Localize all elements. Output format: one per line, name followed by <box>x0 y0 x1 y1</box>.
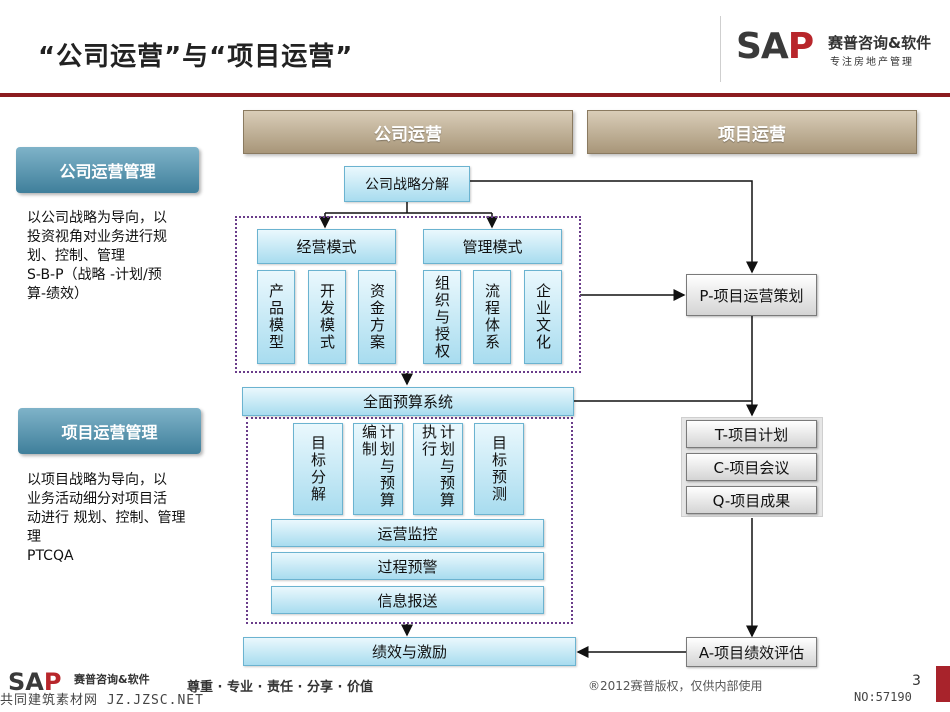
t-plan-box: T-项目计划 <box>686 420 817 448</box>
header-divider <box>720 16 721 82</box>
logo-tagline: 专注房地产管理 <box>830 57 914 68</box>
target-decomposition-box: 目标分解 <box>293 423 343 515</box>
page-number: 3 <box>912 673 921 689</box>
plan-budget-compile-box: 计划与预算编制 <box>353 423 403 515</box>
logo-company-name: 赛普咨询&软件 <box>828 34 932 52</box>
development-mode-box: 开发模式 <box>308 270 346 364</box>
company-mgmt-label: 公司运营管理 <box>16 147 199 193</box>
plan-budget-execute-box: 计划与预算执行 <box>413 423 463 515</box>
performance-incentive-box: 绩效与激励 <box>243 637 576 666</box>
footer-slogan: 尊重 · 专业 · 责任 · 分享 · 价值 <box>187 680 373 695</box>
strategy-model-region <box>235 216 581 373</box>
management-model-box: 管理模式 <box>423 229 562 264</box>
company-ops-header: 公司运营 <box>243 110 573 154</box>
strategy-box: 公司战略分解 <box>344 166 470 202</box>
project-mgmt-label: 项目运营管理 <box>18 408 201 454</box>
header-bar <box>0 93 950 97</box>
info-report-box: 信息报送 <box>271 586 544 614</box>
footer-red-tab <box>936 666 950 702</box>
business-model-box: 经营模式 <box>257 229 396 264</box>
company-mgmt-text: 以公司战略为导向，以 投资视角对业务进行规 划、控制、管理 S-B-P（战略 -… <box>27 210 167 302</box>
watermark-text: 共同建筑素材网 JZ.JZSC.NET <box>0 693 204 708</box>
project-mgmt-text: 以项目战略为导向，以 业务活动细分对项目活 动进行 规划、控制、管理 理 PTC… <box>27 472 186 564</box>
target-forecast-box: 目标预测 <box>474 423 524 515</box>
process-system-box: 流程体系 <box>473 270 511 364</box>
c-meeting-box: C-项目会议 <box>686 453 817 481</box>
process-warning-box: 过程预警 <box>271 552 544 580</box>
watermark-code: NO:57190 <box>854 690 912 704</box>
footer-company-name: 赛普咨询&软件 <box>74 673 150 686</box>
budget-region <box>246 417 573 624</box>
corporate-culture-box: 企业文化 <box>524 270 562 364</box>
page-title: “公司运营”与“项目运营” <box>38 42 354 72</box>
budget-system-box: 全面预算系统 <box>242 387 574 416</box>
org-authorization-box: 组织与授权 <box>423 270 461 364</box>
footer-sap-logo: SAP <box>8 668 62 696</box>
q-result-box: Q-项目成果 <box>686 486 817 514</box>
monitoring-box: 运营监控 <box>271 519 544 547</box>
a-evaluation-box: A-项目绩效评估 <box>686 637 817 667</box>
sap-logo: SAP <box>736 26 814 67</box>
project-ops-header: 项目运营 <box>587 110 917 154</box>
product-model-box: 产品模型 <box>257 270 295 364</box>
footer-copyright: ®2012赛普版权，仅供内部使用 <box>588 679 763 693</box>
p-planning-box: P-项目运营策划 <box>686 274 817 316</box>
funding-plan-box: 资金方案 <box>358 270 396 364</box>
